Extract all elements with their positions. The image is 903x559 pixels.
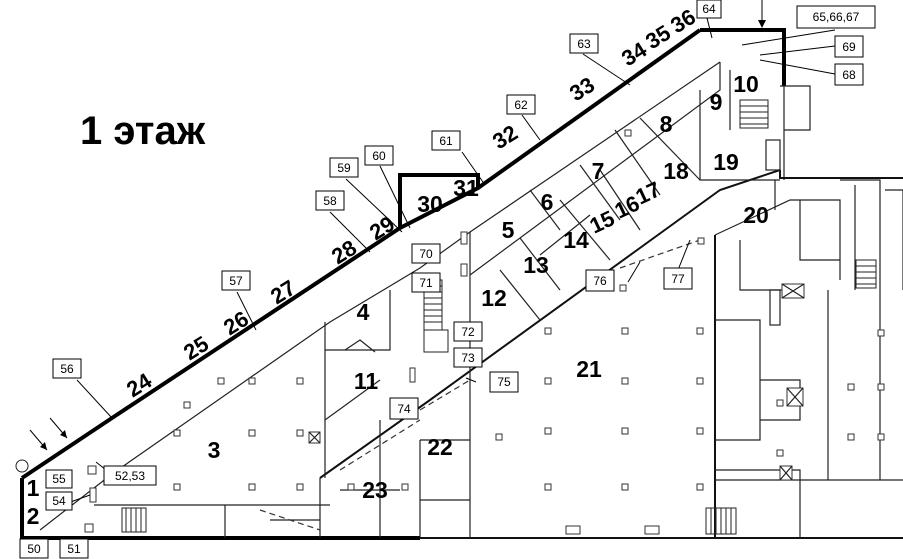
svg-text:51: 51 — [67, 542, 81, 556]
svg-text:68: 68 — [842, 68, 856, 82]
entrance-arrows — [29, 0, 766, 451]
room-21: 21 — [576, 356, 602, 382]
room-32: 32 — [488, 120, 522, 154]
callout-75: 75 — [489, 371, 519, 393]
room-8: 8 — [660, 111, 673, 137]
svg-text:60: 60 — [372, 149, 386, 163]
room-13: 13 — [523, 252, 549, 278]
room-35: 35 — [641, 20, 675, 54]
svg-text:77: 77 — [671, 272, 685, 286]
svg-text:65,66,67: 65,66,67 — [813, 10, 860, 24]
room-20: 20 — [743, 202, 769, 228]
callout-72: 72 — [453, 321, 483, 342]
callouts: 50 51 52,53 54 55 56 57 58 59 60 61 62 6… — [19, 0, 876, 559]
callout-73: 73 — [453, 347, 483, 368]
room-11: 11 — [354, 368, 379, 394]
svg-text:55: 55 — [52, 472, 66, 486]
room-33: 33 — [565, 72, 599, 106]
svg-text:73: 73 — [461, 351, 475, 365]
room-28: 28 — [327, 235, 361, 269]
walls — [20, 28, 903, 540]
callout-56: 56 — [52, 358, 82, 379]
svg-text:54: 54 — [52, 494, 66, 508]
room-25: 25 — [179, 331, 213, 365]
callout-76: 76 — [585, 269, 615, 292]
svg-text:72: 72 — [461, 325, 475, 339]
room-22: 22 — [427, 434, 453, 460]
room-18: 18 — [663, 158, 689, 184]
callout-65-66-67: 65,66,67 — [796, 5, 876, 29]
svg-text:56: 56 — [60, 362, 74, 376]
callout-62: 62 — [506, 94, 536, 115]
svg-text:76: 76 — [593, 274, 607, 288]
svg-text:70: 70 — [419, 247, 433, 261]
svg-text:75: 75 — [497, 375, 511, 389]
callout-50: 50 — [19, 538, 49, 559]
room-30: 30 — [417, 191, 443, 217]
room-31: 31 — [453, 175, 479, 201]
floor-title: 1 этаж — [80, 109, 206, 153]
room-14: 14 — [563, 227, 589, 253]
room-27: 27 — [266, 275, 300, 309]
callout-51: 51 — [59, 538, 89, 559]
shafts — [308, 283, 805, 535]
svg-text:59: 59 — [337, 161, 351, 175]
callout-52-53: 52,53 — [103, 465, 157, 486]
svg-text:74: 74 — [397, 402, 411, 416]
callout-64: 64 — [696, 0, 722, 19]
callout-59: 59 — [329, 157, 359, 178]
room-7: 7 — [592, 158, 605, 184]
callout-74: 74 — [389, 397, 419, 420]
callout-63: 63 — [569, 33, 599, 54]
svg-text:58: 58 — [323, 194, 337, 208]
svg-text:71: 71 — [419, 276, 433, 290]
callout-61: 61 — [431, 130, 461, 151]
callout-70: 70 — [411, 243, 441, 264]
svg-text:64: 64 — [702, 2, 716, 16]
callout-57: 57 — [221, 270, 251, 291]
room-2: 2 — [27, 503, 40, 529]
room-5: 5 — [502, 217, 515, 243]
room-6: 6 — [541, 189, 554, 215]
svg-text:52,53: 52,53 — [115, 469, 145, 483]
room-23: 23 — [362, 477, 388, 503]
room-19: 19 — [713, 149, 739, 175]
callout-leaders — [53, 17, 836, 509]
svg-text:69: 69 — [842, 40, 856, 54]
stairs — [121, 99, 877, 535]
room-1: 1 — [27, 475, 40, 501]
svg-text:61: 61 — [439, 134, 453, 148]
callout-58: 58 — [315, 190, 345, 211]
room-labels: 1 2 3 4 5 6 7 8 9 10 11 12 13 14 15 16 1… — [27, 4, 769, 529]
room-12: 12 — [481, 285, 507, 311]
room-24: 24 — [122, 368, 157, 403]
svg-text:62: 62 — [514, 98, 528, 112]
room-9: 9 — [710, 89, 723, 115]
callout-60: 60 — [364, 145, 394, 166]
svg-text:63: 63 — [577, 37, 591, 51]
room-4: 4 — [357, 299, 370, 325]
callout-71: 71 — [411, 272, 441, 293]
room-10: 10 — [733, 71, 759, 97]
callout-68: 68 — [834, 63, 864, 86]
room-29: 29 — [365, 211, 399, 245]
callout-54: 54 — [45, 491, 73, 511]
room-26: 26 — [219, 306, 253, 340]
callout-69: 69 — [834, 35, 864, 58]
callout-55: 55 — [45, 469, 73, 489]
callout-77: 77 — [663, 267, 693, 290]
svg-text:57: 57 — [229, 274, 243, 288]
room-3: 3 — [208, 437, 221, 463]
columns — [15, 129, 885, 533]
svg-text:50: 50 — [27, 542, 41, 556]
